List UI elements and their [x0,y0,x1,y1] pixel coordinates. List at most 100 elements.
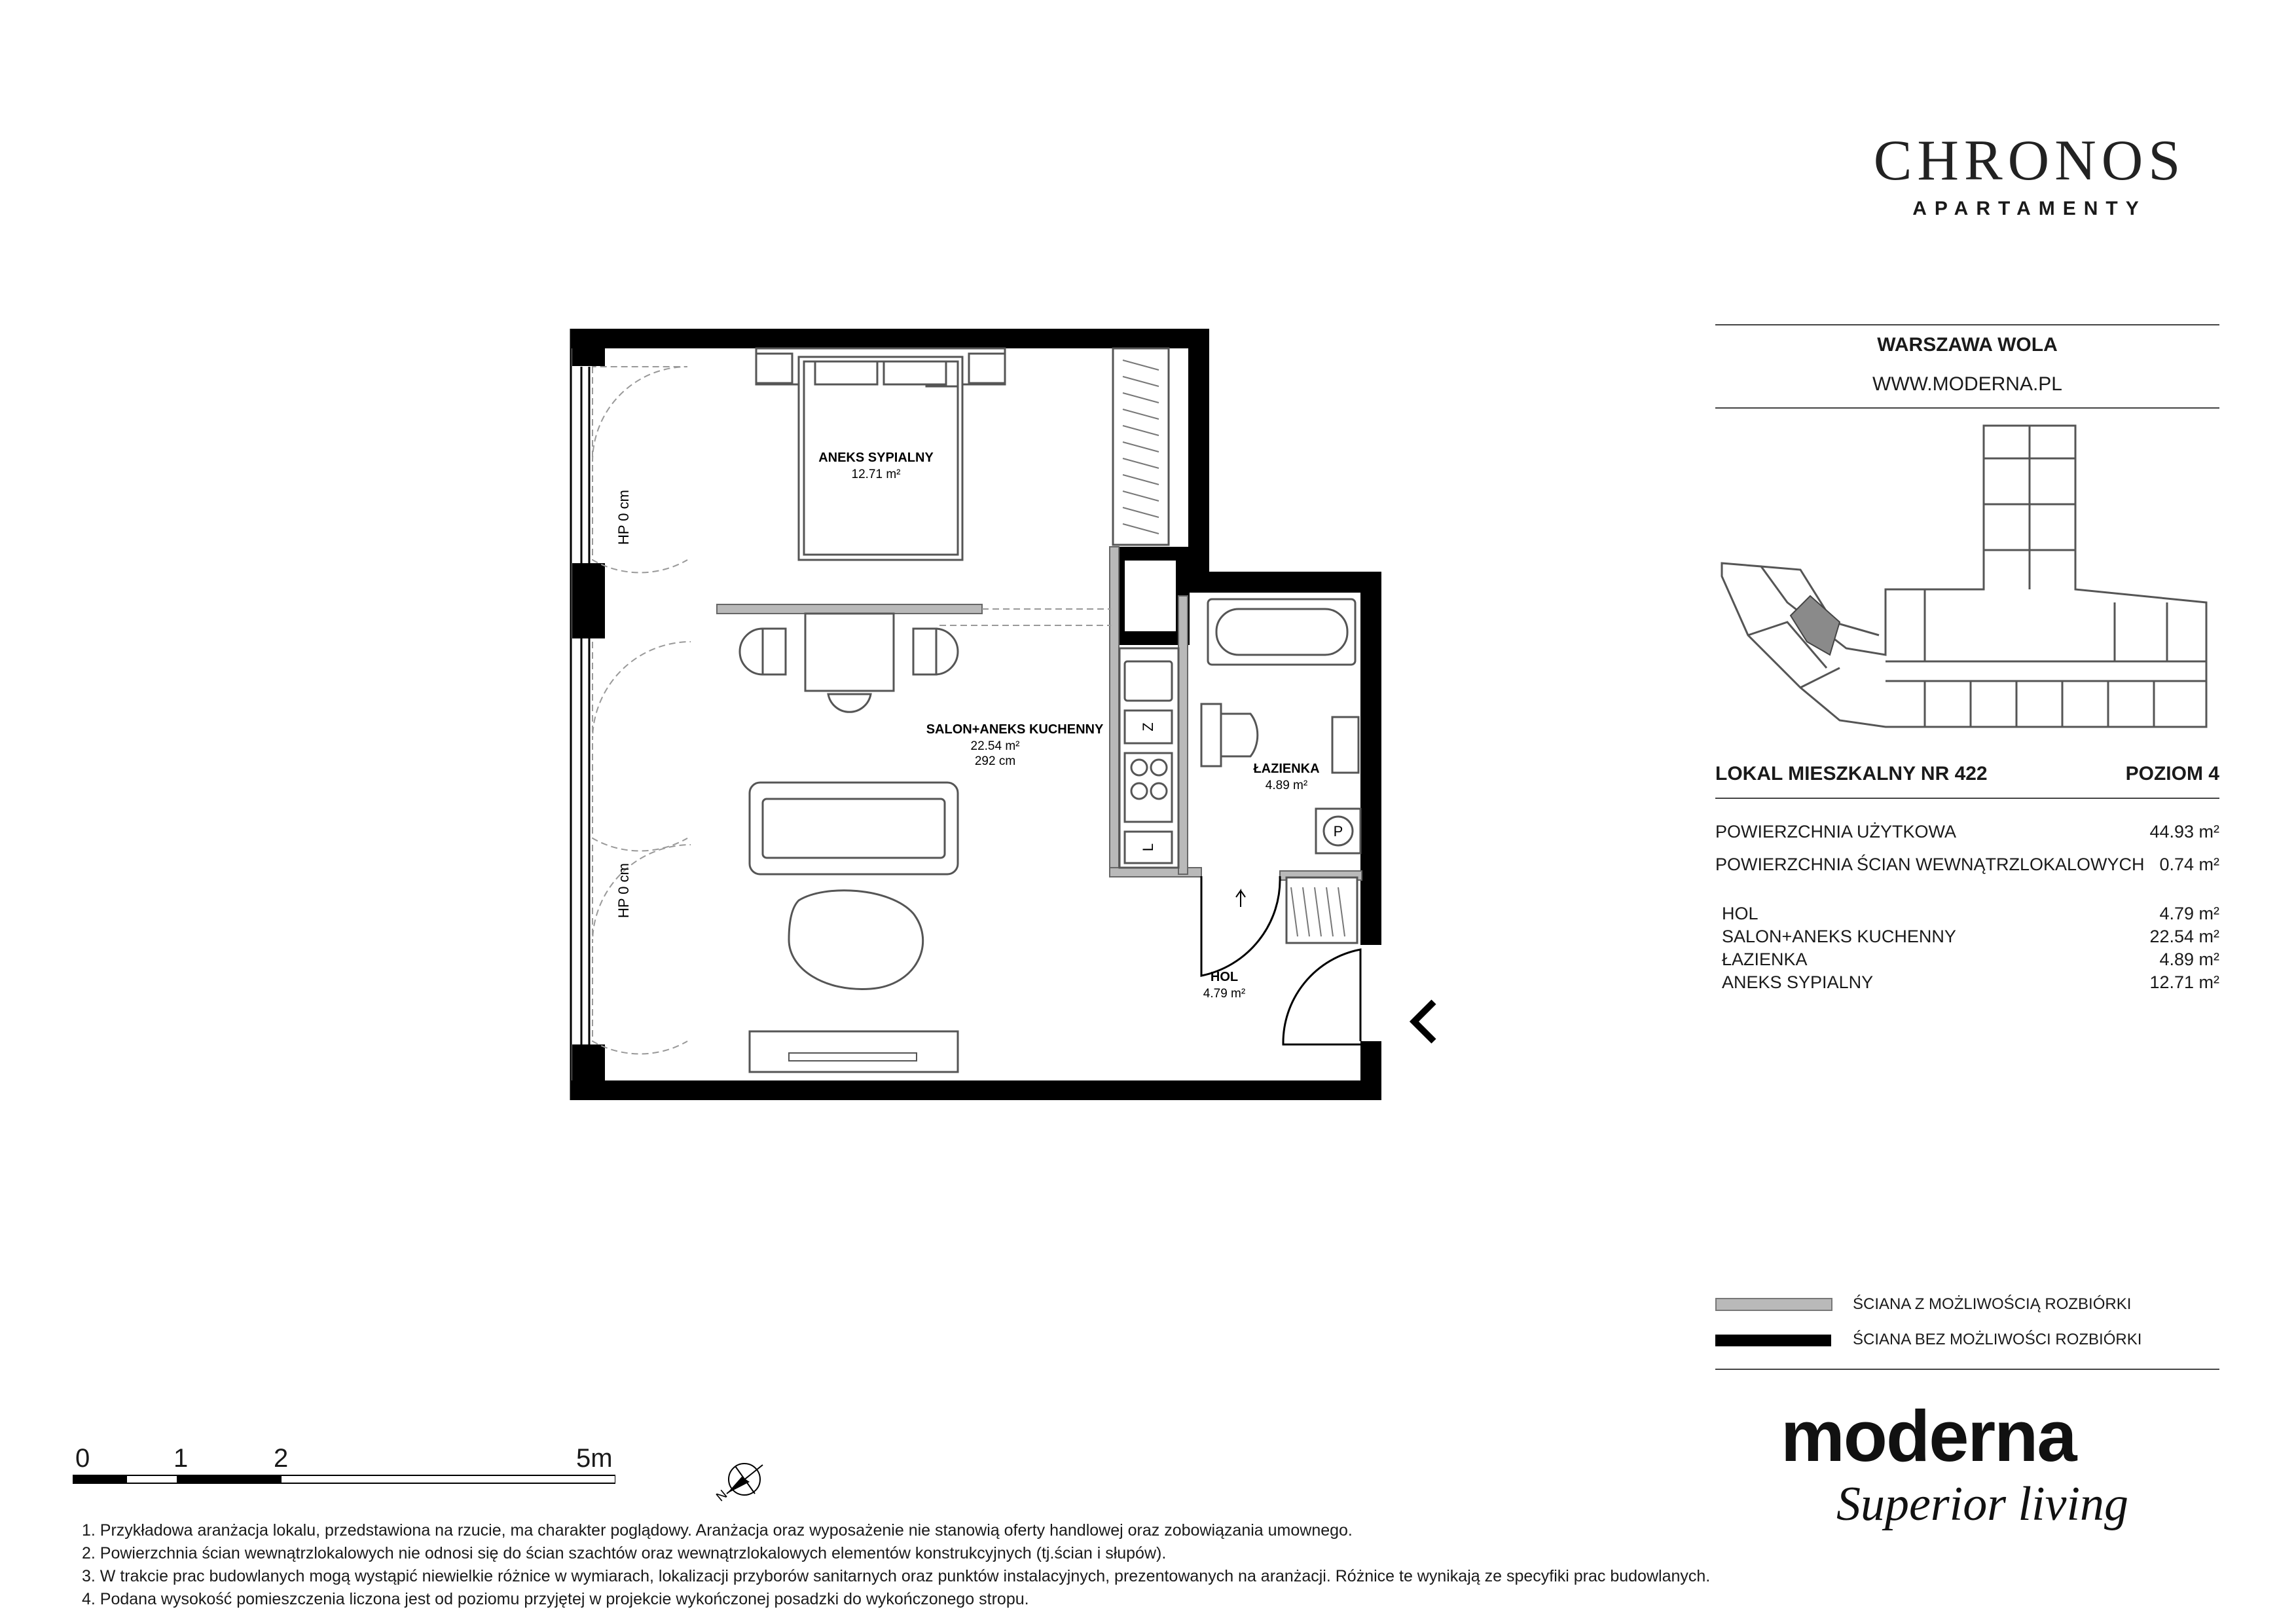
note-item: 2. Powierzchnia ścian wewnątrzlokalowych… [82,1544,1167,1562]
sofa-seat [761,798,946,859]
wall-top [571,329,1209,348]
moderna-logo: moderna [1781,1396,2077,1477]
legend-swatch-removable [1715,1298,1832,1311]
note-item: 4. Podana wysokość pomieszczenia liczona… [82,1590,1029,1608]
column-mid-left [572,563,605,638]
unit-title: LOKAL MIESZKALNY NR 422 [1715,763,1988,784]
legend-fixed-label: ŚCIANA BEZ MOŻLIWOŚCI ROZBIÓRKI [1853,1331,2142,1348]
scale-tick-0: 0 [75,1444,90,1473]
divider [1715,407,2219,409]
key-plan-wing [1747,565,1880,689]
chronos-logo: CHRONOS APARTAMENTY [1702,128,2296,220]
scale-bar [73,1475,615,1484]
city-label: WARSZAWA WOLA [1877,334,2058,356]
scale-tick-2: 2 [274,1444,289,1473]
removable-wall-kitchen [1109,546,1120,875]
hp-label-bottom: HP 0 cm [615,863,632,918]
divider [1715,798,2219,799]
washbasin [1331,716,1360,774]
room-name: HOL [1722,904,1758,923]
toilet-tank [1200,703,1222,767]
tv-cabinet [748,1030,959,1073]
living-height: 292 cm [975,754,1015,768]
fridge-label: Z [1140,722,1156,731]
washer-label: P [1334,823,1343,840]
walls-area-label: POWIERZCHNIA ŚCIAN WEWNĄTRZLOKALOWYCH [1715,855,2145,874]
column-top-left [572,330,605,366]
room-area: 22.54 m² [2149,927,2219,946]
key-plan-outline [1721,424,2208,728]
burner [1130,758,1148,777]
hall-name: HOL [1211,970,1238,984]
compass-north: N [714,1487,730,1504]
tv-screen [788,1052,917,1061]
divider [1715,1369,2219,1370]
nightstand-right [968,352,1006,384]
burner [1150,782,1168,800]
removable-wall-bath-left [1178,595,1188,875]
toilet-bowl [1220,712,1259,758]
chair-left-seat [761,627,787,676]
chair-bottom [827,693,872,713]
superior-living-tagline: Superior living [1836,1477,2129,1531]
nightstand-left [755,352,793,384]
hall-area: 4.79 m² [1203,987,1245,1001]
washing-machine-drum [1322,815,1354,847]
bed-mattress [803,360,959,556]
apartamenty-wordmark: APARTAMENTY [1912,198,2147,219]
note-item: 1. Przykładowa aranżacja lokalu, przedst… [82,1521,1353,1540]
room-name: SALON+ANEKS KUCHENNY [1722,927,1956,946]
usable-area-row: POWIERZCHNIA UŻYTKOWA 44.93 m² [1715,822,2219,842]
chronos-wordmark: CHRONOS [1873,129,2186,193]
burner [1150,758,1168,777]
wall-bath-top [1188,572,1381,593]
shower-wardrobe [1285,876,1358,944]
room-area: 4.79 m² [2159,904,2219,923]
building-key-plan [1721,424,2208,728]
room-row: HOL 4.79 m² [1722,904,2219,924]
chair-left [738,627,764,676]
entrance-arrow [1409,999,1436,1044]
scale-tick-1: 1 [173,1444,189,1473]
chair-right-seat [912,627,938,676]
bedroom-name: ANEKS SYPIALNY [818,451,934,465]
room-row: SALON+ANEKS KUCHENNY 22.54 m² [1722,927,2219,947]
rug [788,889,924,990]
walls-area-value: 0.74 m² [2159,855,2219,874]
wall-right [1360,572,1381,945]
note-item: 3. W trakcie prac budowlanych mogą wystą… [82,1567,1711,1585]
dining-table [804,612,895,692]
room-area: 4.89 m² [2159,950,2219,969]
entrance-door [1282,948,1362,1046]
wall-top-right [1188,329,1209,581]
removable-wall-bedroom [716,604,983,614]
compass-icon: N [714,1463,763,1504]
key-plan-corridor [1886,426,2206,682]
fridge [1123,709,1173,745]
dishwasher [1123,830,1173,864]
flow-arrow [1235,888,1246,907]
living-name: SALON+ANEKS KUCHENNY [926,722,1104,737]
bathtub-basin [1215,608,1349,656]
disclaimer-notes: 1. Przykładowa aranżacja lokalu, przedst… [82,1519,1710,1611]
kitchen-sink [1123,660,1173,702]
room-row: ANEKS SYPIALNY 12.71 m² [1722,972,2219,993]
bedroom-area: 12.71 m² [852,468,901,481]
room-area: 12.71 m² [2149,972,2219,992]
room-row: ŁAZIENKA 4.89 m² [1722,950,2219,970]
legend-removable-label: ŚCIANA Z MOŻLIWOŚCIĄ ROZBIÓRKI [1853,1295,2132,1313]
hp-label-top: HP 0 cm [615,490,632,545]
dishwasher-label: L [1140,843,1156,851]
divider [1715,324,2219,325]
unit-level: POZIOM 4 [2125,763,2219,784]
bathroom-door [1200,876,1281,977]
pillow-left [814,360,879,386]
key-plan-units [1923,589,2168,727]
key-plan-highlight [1789,595,1841,656]
room-name: ŁAZIENKA [1722,950,1808,969]
website-link[interactable]: WWW.MODERNA.PL [1872,373,2062,395]
floor-plan: Z L P HP 0 cm HP 0 cm ANEKS SYPIALNY 12.… [570,329,1436,1100]
usable-area-label: POWIERZCHNIA UŻYTKOWA [1715,822,1957,841]
room-name: ANEKS SYPIALNY [1722,972,1874,992]
legend-swatch-fixed [1715,1335,1831,1346]
